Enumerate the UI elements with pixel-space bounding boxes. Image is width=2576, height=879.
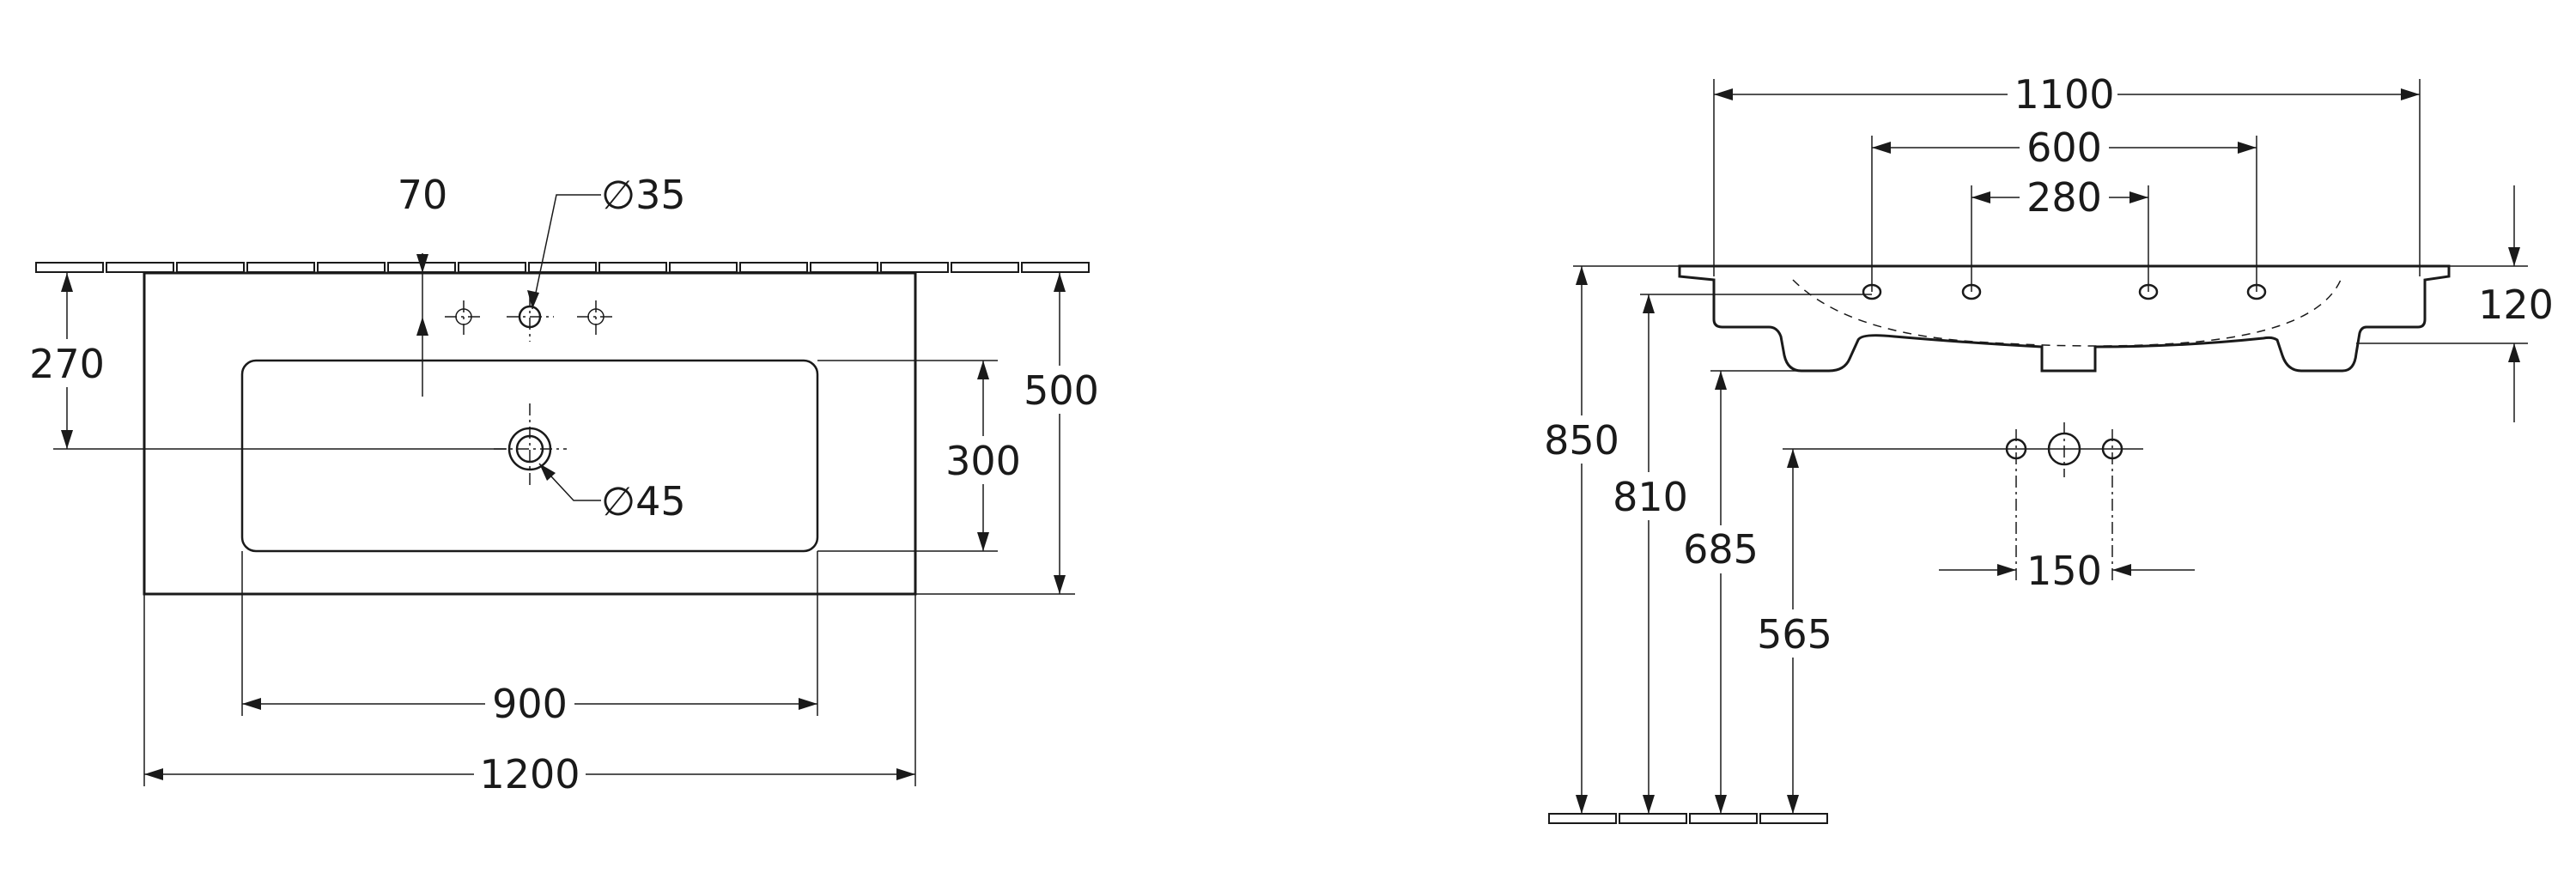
top-view: 70 ∅35 ∅45 270 <box>26 172 1101 798</box>
front-view: 1100 600 280 <box>1544 70 2554 824</box>
dim-500: 500 <box>915 273 1101 595</box>
dim-70: 70 <box>398 172 448 397</box>
waste-outlet <box>494 403 567 489</box>
dim-overflow-label: ∅45 <box>601 478 686 524</box>
dim-waste-height-label: 565 <box>1757 611 1832 658</box>
dim-685: 685 <box>1683 370 1801 814</box>
dim-total-width-label: 1200 <box>479 751 580 797</box>
dim-900: 900 <box>241 551 818 728</box>
dim-tap-hole: ∅35 <box>527 172 686 310</box>
dim-600: 600 <box>1871 124 2257 292</box>
dim-1100: 1100 <box>1713 70 2421 276</box>
dim-120: 120 <box>2356 185 2554 422</box>
dim-top-height-label: 850 <box>1544 417 1619 464</box>
dim-basin-width-label: 900 <box>492 681 568 727</box>
basin-bowl <box>240 359 819 553</box>
waste-connections <box>2005 422 2123 580</box>
dim-bottom-height-label: 685 <box>1683 526 1759 573</box>
dim-basin-depth-label: 300 <box>945 438 1021 484</box>
dim-280: 280 <box>1971 173 2149 292</box>
dim-rim-height-label: 810 <box>1613 474 1688 520</box>
dim-tap-hole-label: ∅35 <box>601 172 686 218</box>
wall-strip-left <box>35 262 1090 273</box>
dim-300: 300 <box>817 360 1024 552</box>
dim-height-label: 120 <box>2478 282 2554 328</box>
dim-side-total-width-label: 1100 <box>2014 71 2114 118</box>
washbasin-front <box>1678 264 2451 373</box>
tap-holes <box>445 294 615 342</box>
dim-hole-span-outer-label: 600 <box>2026 124 2102 171</box>
floor-strip <box>1548 813 1828 824</box>
dim-hole-span-inner-label: 280 <box>2026 174 2102 221</box>
dim-tap-offset-label: 70 <box>398 172 448 218</box>
dim-150: 150 <box>1939 548 2195 594</box>
dim-270: 270 <box>26 273 507 450</box>
dim-1200: 1200 <box>143 594 916 798</box>
dim-waste-spacing-label: 150 <box>2026 548 2102 594</box>
dim-565: 565 <box>1757 448 2143 814</box>
dim-810: 810 <box>1613 294 1872 814</box>
dim-tap-distance-label: 270 <box>29 341 105 387</box>
dim-850: 850 <box>1544 265 1680 814</box>
dim-total-depth-label: 500 <box>1024 367 1099 414</box>
dim-overflow: ∅45 <box>538 463 686 524</box>
